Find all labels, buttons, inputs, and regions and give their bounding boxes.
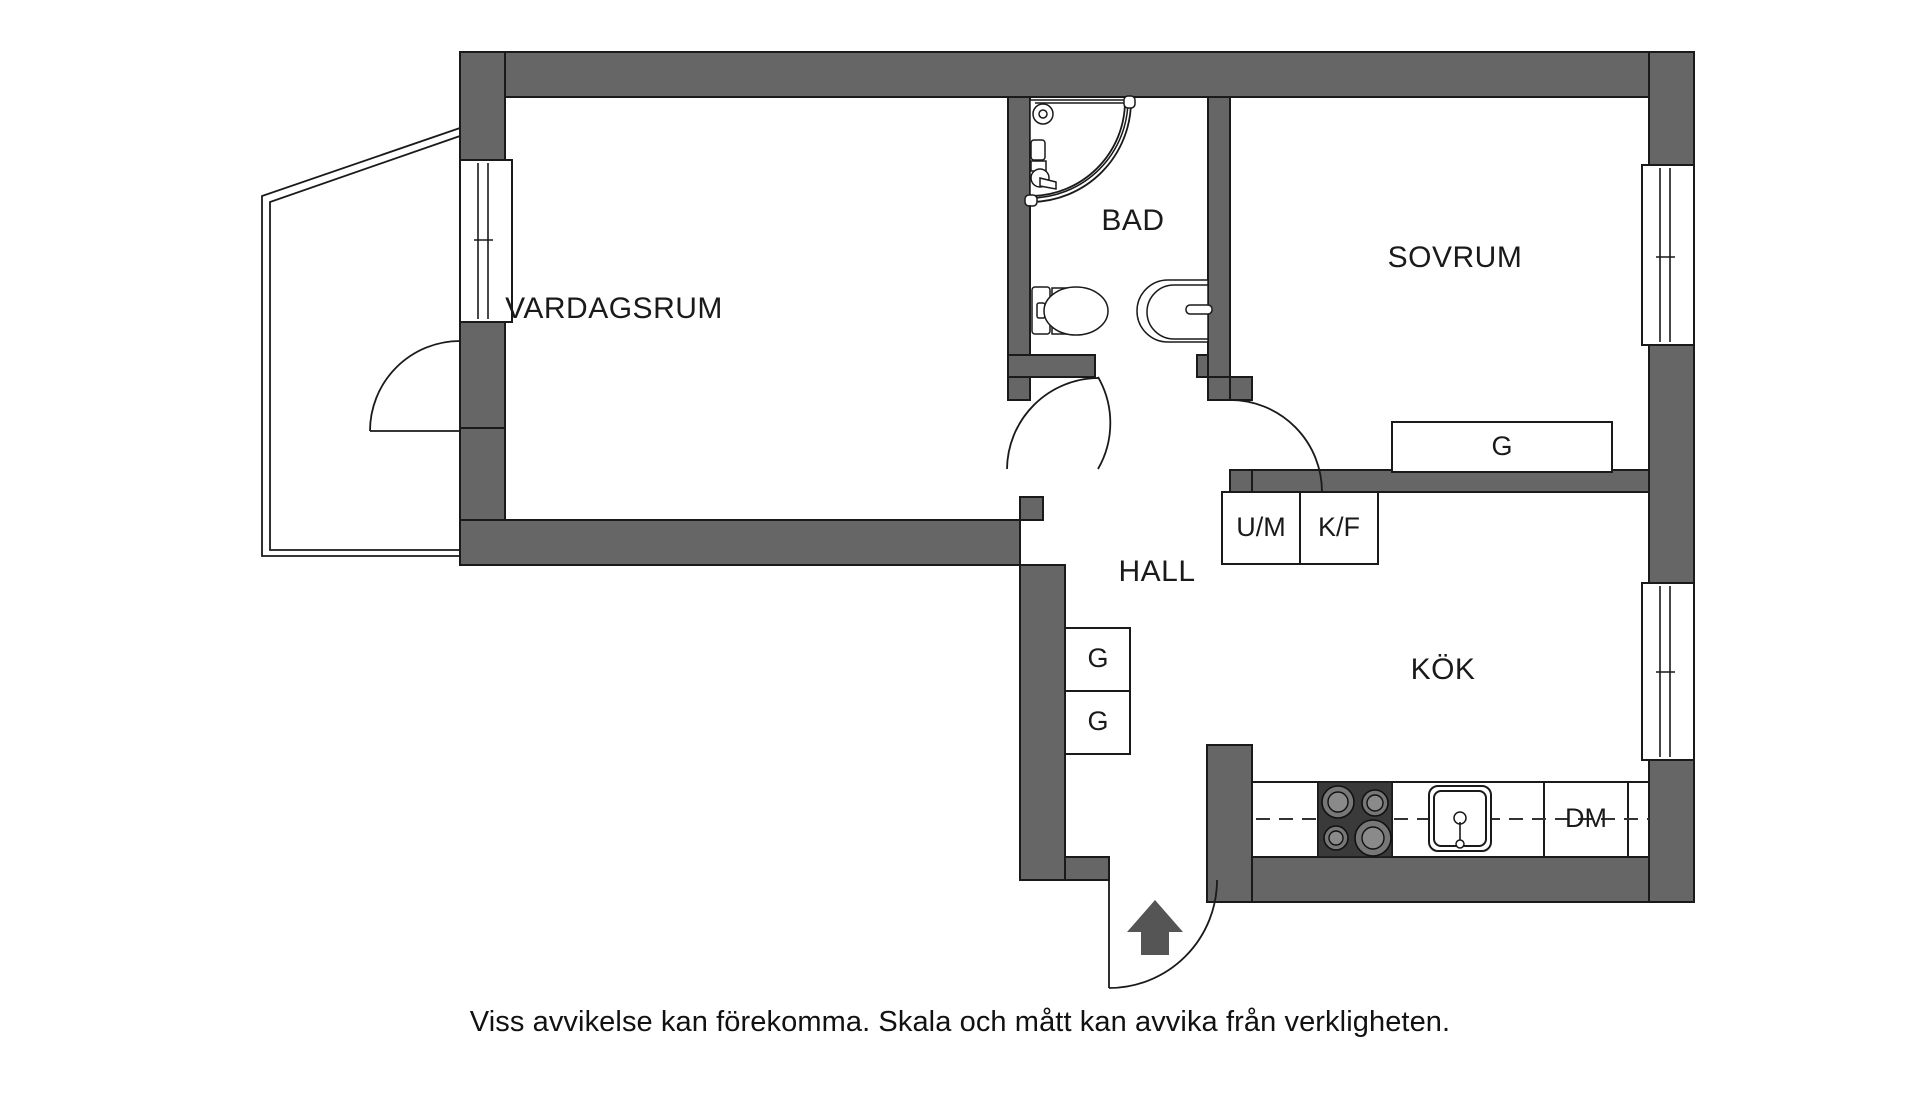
label-wardrobe-hall-lower: G bbox=[1087, 706, 1108, 736]
shower-corner-icon bbox=[1024, 95, 1136, 208]
fridge-freezer-box bbox=[1299, 491, 1379, 565]
door-bedroom bbox=[1229, 399, 1323, 493]
wardrobe-bedroom bbox=[1391, 421, 1613, 473]
room-label-kok: KÖK bbox=[1411, 653, 1476, 686]
kitchen-counter bbox=[1251, 781, 1650, 858]
room-label-bad: BAD bbox=[1101, 204, 1164, 237]
door-entry bbox=[1108, 879, 1218, 989]
washer-box bbox=[1221, 491, 1301, 565]
window-living-room bbox=[459, 159, 513, 323]
door-bathroom bbox=[1006, 376, 1112, 470]
window-bedroom bbox=[1641, 164, 1695, 346]
room-label-vardagsrum: VARDAGSRUM bbox=[505, 292, 723, 325]
kitchen-sink-icon bbox=[1428, 785, 1492, 852]
entry-arrow-icon bbox=[1127, 900, 1183, 955]
balcony-outline bbox=[261, 127, 461, 557]
washbasin-icon bbox=[1136, 279, 1213, 343]
wardrobe-hall-upper bbox=[1064, 627, 1131, 692]
wardrobe-hall-lower bbox=[1064, 690, 1131, 755]
disclaimer-caption: Viss avvikelse kan förekomma. Skala och … bbox=[469, 1006, 1451, 1038]
label-wardrobe-bedroom: G bbox=[1491, 431, 1512, 461]
window-kitchen bbox=[1641, 582, 1695, 761]
label-fridge-freezer: K/F bbox=[1318, 512, 1360, 542]
label-dishwasher: DM bbox=[1565, 803, 1607, 833]
door-balcony bbox=[369, 340, 461, 432]
label-wardrobe-hall-upper: G bbox=[1087, 643, 1108, 673]
label-washer: U/M bbox=[1236, 512, 1286, 542]
room-label-hall: HALL bbox=[1118, 555, 1195, 588]
room-label-sovrum: SOVRUM bbox=[1388, 241, 1523, 274]
exterior-walls bbox=[459, 51, 1695, 903]
toilet-icon bbox=[1031, 286, 1109, 336]
